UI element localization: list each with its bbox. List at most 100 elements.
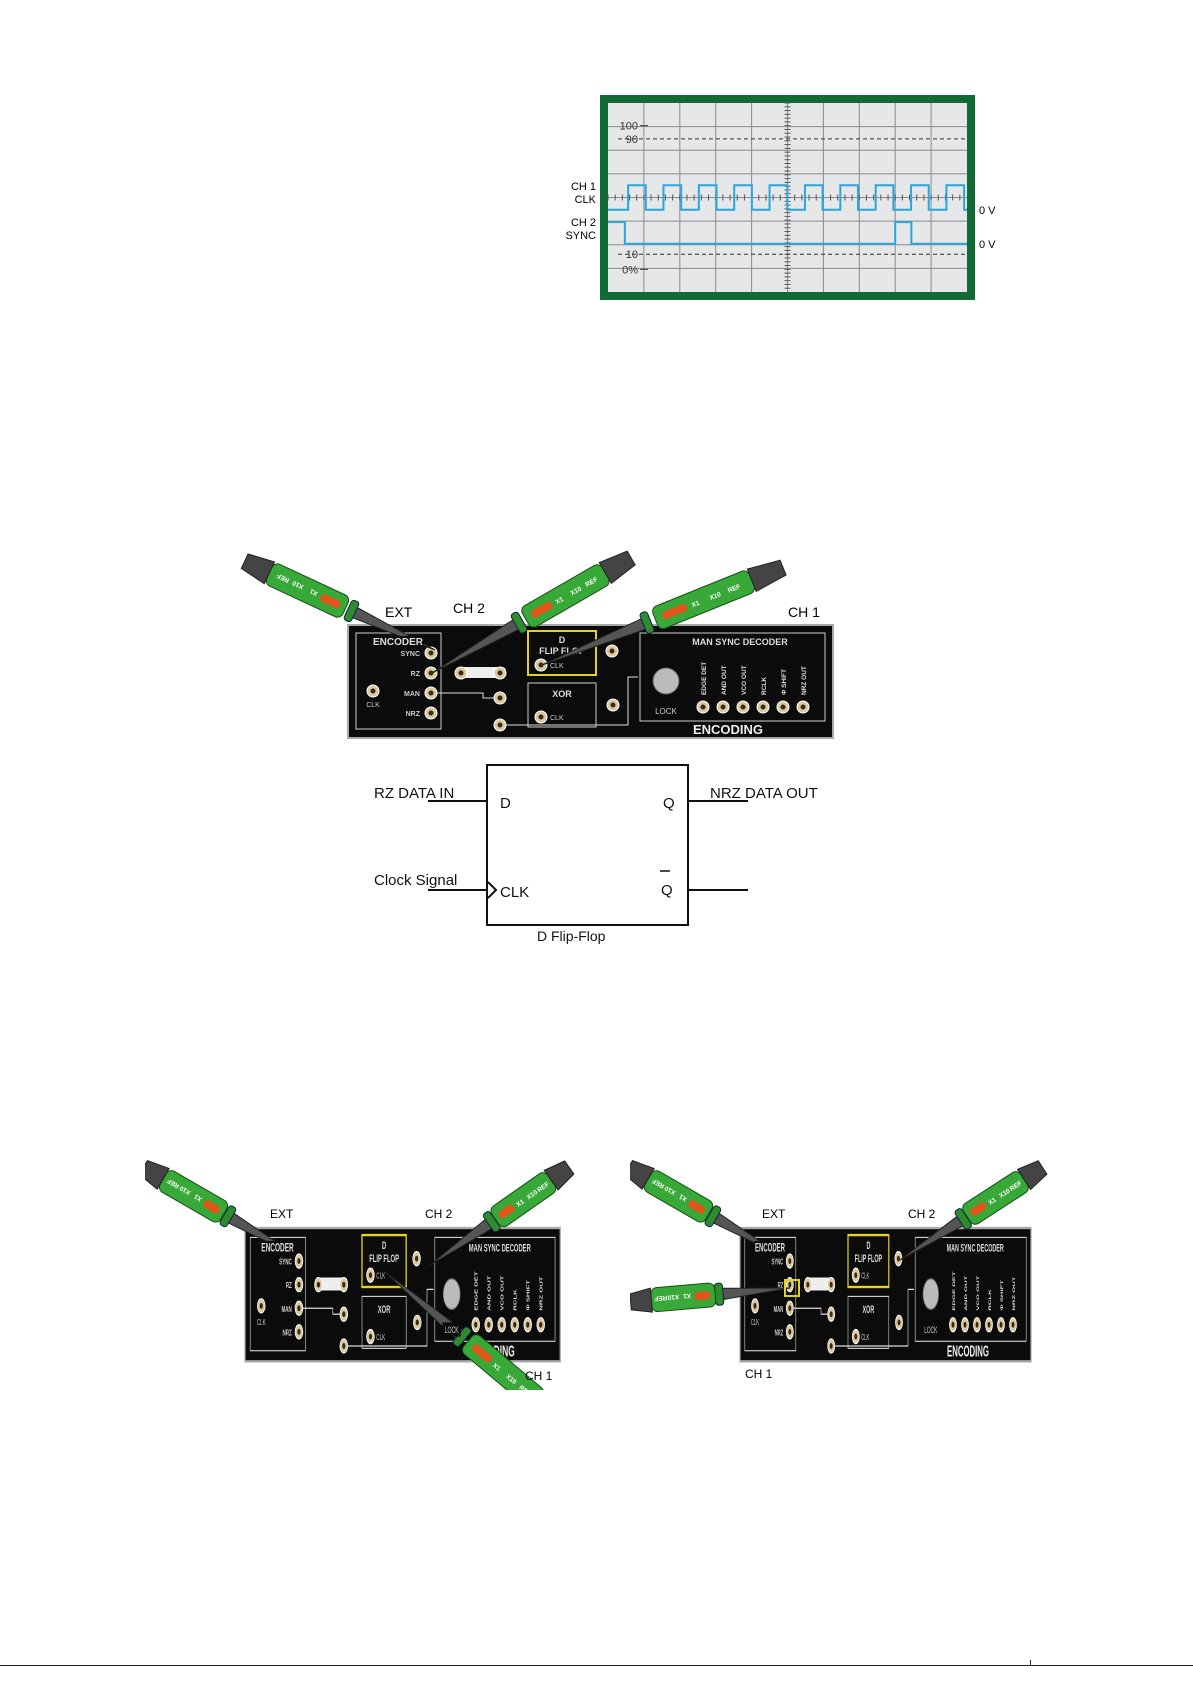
scale-label: 0% xyxy=(622,264,638,276)
socket-label: MAN xyxy=(281,1306,291,1315)
output-label: NRZ OUT xyxy=(801,666,808,695)
ch2-signal-label: SYNC xyxy=(565,230,596,242)
encoder-section xyxy=(249,1236,306,1352)
socket-hole xyxy=(500,1321,504,1328)
decoder-title: MAN SYNC DECODER xyxy=(947,1242,1004,1255)
flip-flop-caption: D Flip-Flop xyxy=(537,928,606,944)
ch1-signal-label: CLK xyxy=(575,194,597,206)
xor-clk-label: CLK xyxy=(861,1334,870,1343)
probe-body xyxy=(643,1170,714,1223)
socket-hole xyxy=(342,1343,346,1349)
output-label: Φ SHIFT xyxy=(1000,1280,1004,1311)
probe-cap xyxy=(240,553,276,585)
ch1-clock-trace xyxy=(608,184,967,211)
socket-hole xyxy=(854,1272,858,1279)
flip-flop-title: FLIP FLOP xyxy=(369,1252,399,1264)
highlight-box xyxy=(784,1279,800,1297)
flip-flop-title: FLIP FLOP xyxy=(539,646,585,656)
output-label: NRZ OUT xyxy=(1012,1276,1016,1310)
flip-flop-d-label: D xyxy=(382,1239,386,1251)
socket-hole xyxy=(259,1302,263,1309)
pin-clk-label: CLK xyxy=(500,884,530,901)
wire xyxy=(437,692,494,699)
lock-label: LOCK xyxy=(924,1324,937,1335)
socket-label: SYNC xyxy=(401,651,420,658)
socket-hole xyxy=(513,1321,517,1328)
xor-title: XOR xyxy=(552,689,572,699)
socket-label: NRZ xyxy=(406,711,421,718)
probe-attenuation-label: X1 xyxy=(554,596,565,606)
board-panel xyxy=(244,1226,561,1363)
socket-hole xyxy=(829,1281,833,1288)
jumper-link xyxy=(315,1277,348,1291)
socket-hole xyxy=(854,1333,858,1340)
socket-label: MAN xyxy=(774,1305,784,1314)
page-bottom-rule xyxy=(0,1665,1193,1666)
output-label: EDGE DET xyxy=(474,1271,479,1310)
lock-label: LOCK xyxy=(445,1324,459,1335)
socket-hole xyxy=(788,1305,792,1312)
output-label: AND OUT xyxy=(487,1275,492,1310)
probe-body xyxy=(265,563,350,618)
socket-hole xyxy=(458,670,464,676)
encoding-title: ENCODING xyxy=(947,1343,989,1361)
xor-clk-label: CLK xyxy=(550,715,564,722)
socket-hole xyxy=(414,1255,419,1262)
socket-hole xyxy=(740,704,746,710)
output-label: EDGE DET xyxy=(701,662,708,695)
decoder-section xyxy=(639,632,826,722)
xor-clk-label: CLK xyxy=(376,1334,385,1343)
probe-cap xyxy=(138,1159,170,1191)
probe-attenuation-label: X10 xyxy=(709,591,723,602)
wire xyxy=(302,1307,340,1315)
ch2-label: CH 2 xyxy=(453,600,485,616)
probe-body xyxy=(490,1172,557,1228)
xor-section xyxy=(361,1295,407,1349)
wire xyxy=(834,1288,915,1347)
output-label: AND OUT xyxy=(964,1275,968,1310)
decoder-section xyxy=(434,1236,556,1342)
socket-hole xyxy=(806,1281,810,1288)
lock-knob xyxy=(652,667,680,695)
socket-hole xyxy=(297,1305,301,1312)
pin-d-label: D xyxy=(500,795,511,812)
probe-collar xyxy=(510,611,528,634)
probe-attenuation-label: X10 xyxy=(291,579,305,590)
socket-hole xyxy=(829,1311,833,1318)
probe-attenuation-label: X1 xyxy=(678,1192,689,1202)
flip-flop-section xyxy=(527,630,597,676)
ch1-label: CH 1 xyxy=(745,1367,773,1381)
ext-label: EXT xyxy=(270,1207,294,1221)
encoder-title-backing xyxy=(372,636,424,648)
socket-hole xyxy=(700,704,706,710)
output-label: RCLK xyxy=(988,1289,992,1311)
socket-hole xyxy=(415,1319,419,1326)
socket-label: SYNC xyxy=(772,1258,784,1267)
probe-switch xyxy=(694,1291,711,1301)
socket-hole xyxy=(297,1328,301,1335)
socket-label: NRZ xyxy=(282,1329,291,1338)
probe-body xyxy=(521,564,610,628)
socket-hole xyxy=(753,1302,757,1309)
socket-hole xyxy=(788,1328,792,1335)
probe-attenuation-label: REF xyxy=(276,572,291,584)
probe-attenuation-label: X1 xyxy=(309,587,320,597)
encoder-title: ENCODER xyxy=(373,637,424,648)
page-corner-mark xyxy=(1030,1660,1031,1666)
probe-attenuation-label: X1 xyxy=(682,1292,691,1300)
socket-label: MAN xyxy=(404,691,420,698)
socket-hole xyxy=(951,1321,955,1328)
encoder-title-backing xyxy=(754,1240,786,1256)
flip-flop-d-label: D xyxy=(866,1239,870,1252)
probe-collar xyxy=(219,1205,237,1228)
clock-signal-label: Clock Signal xyxy=(374,872,458,889)
xor-title: XOR xyxy=(863,1303,875,1316)
ch2-sync-trace xyxy=(608,221,967,245)
socket-hole xyxy=(829,1343,833,1349)
ff-clk-label: CLK xyxy=(861,1272,870,1281)
